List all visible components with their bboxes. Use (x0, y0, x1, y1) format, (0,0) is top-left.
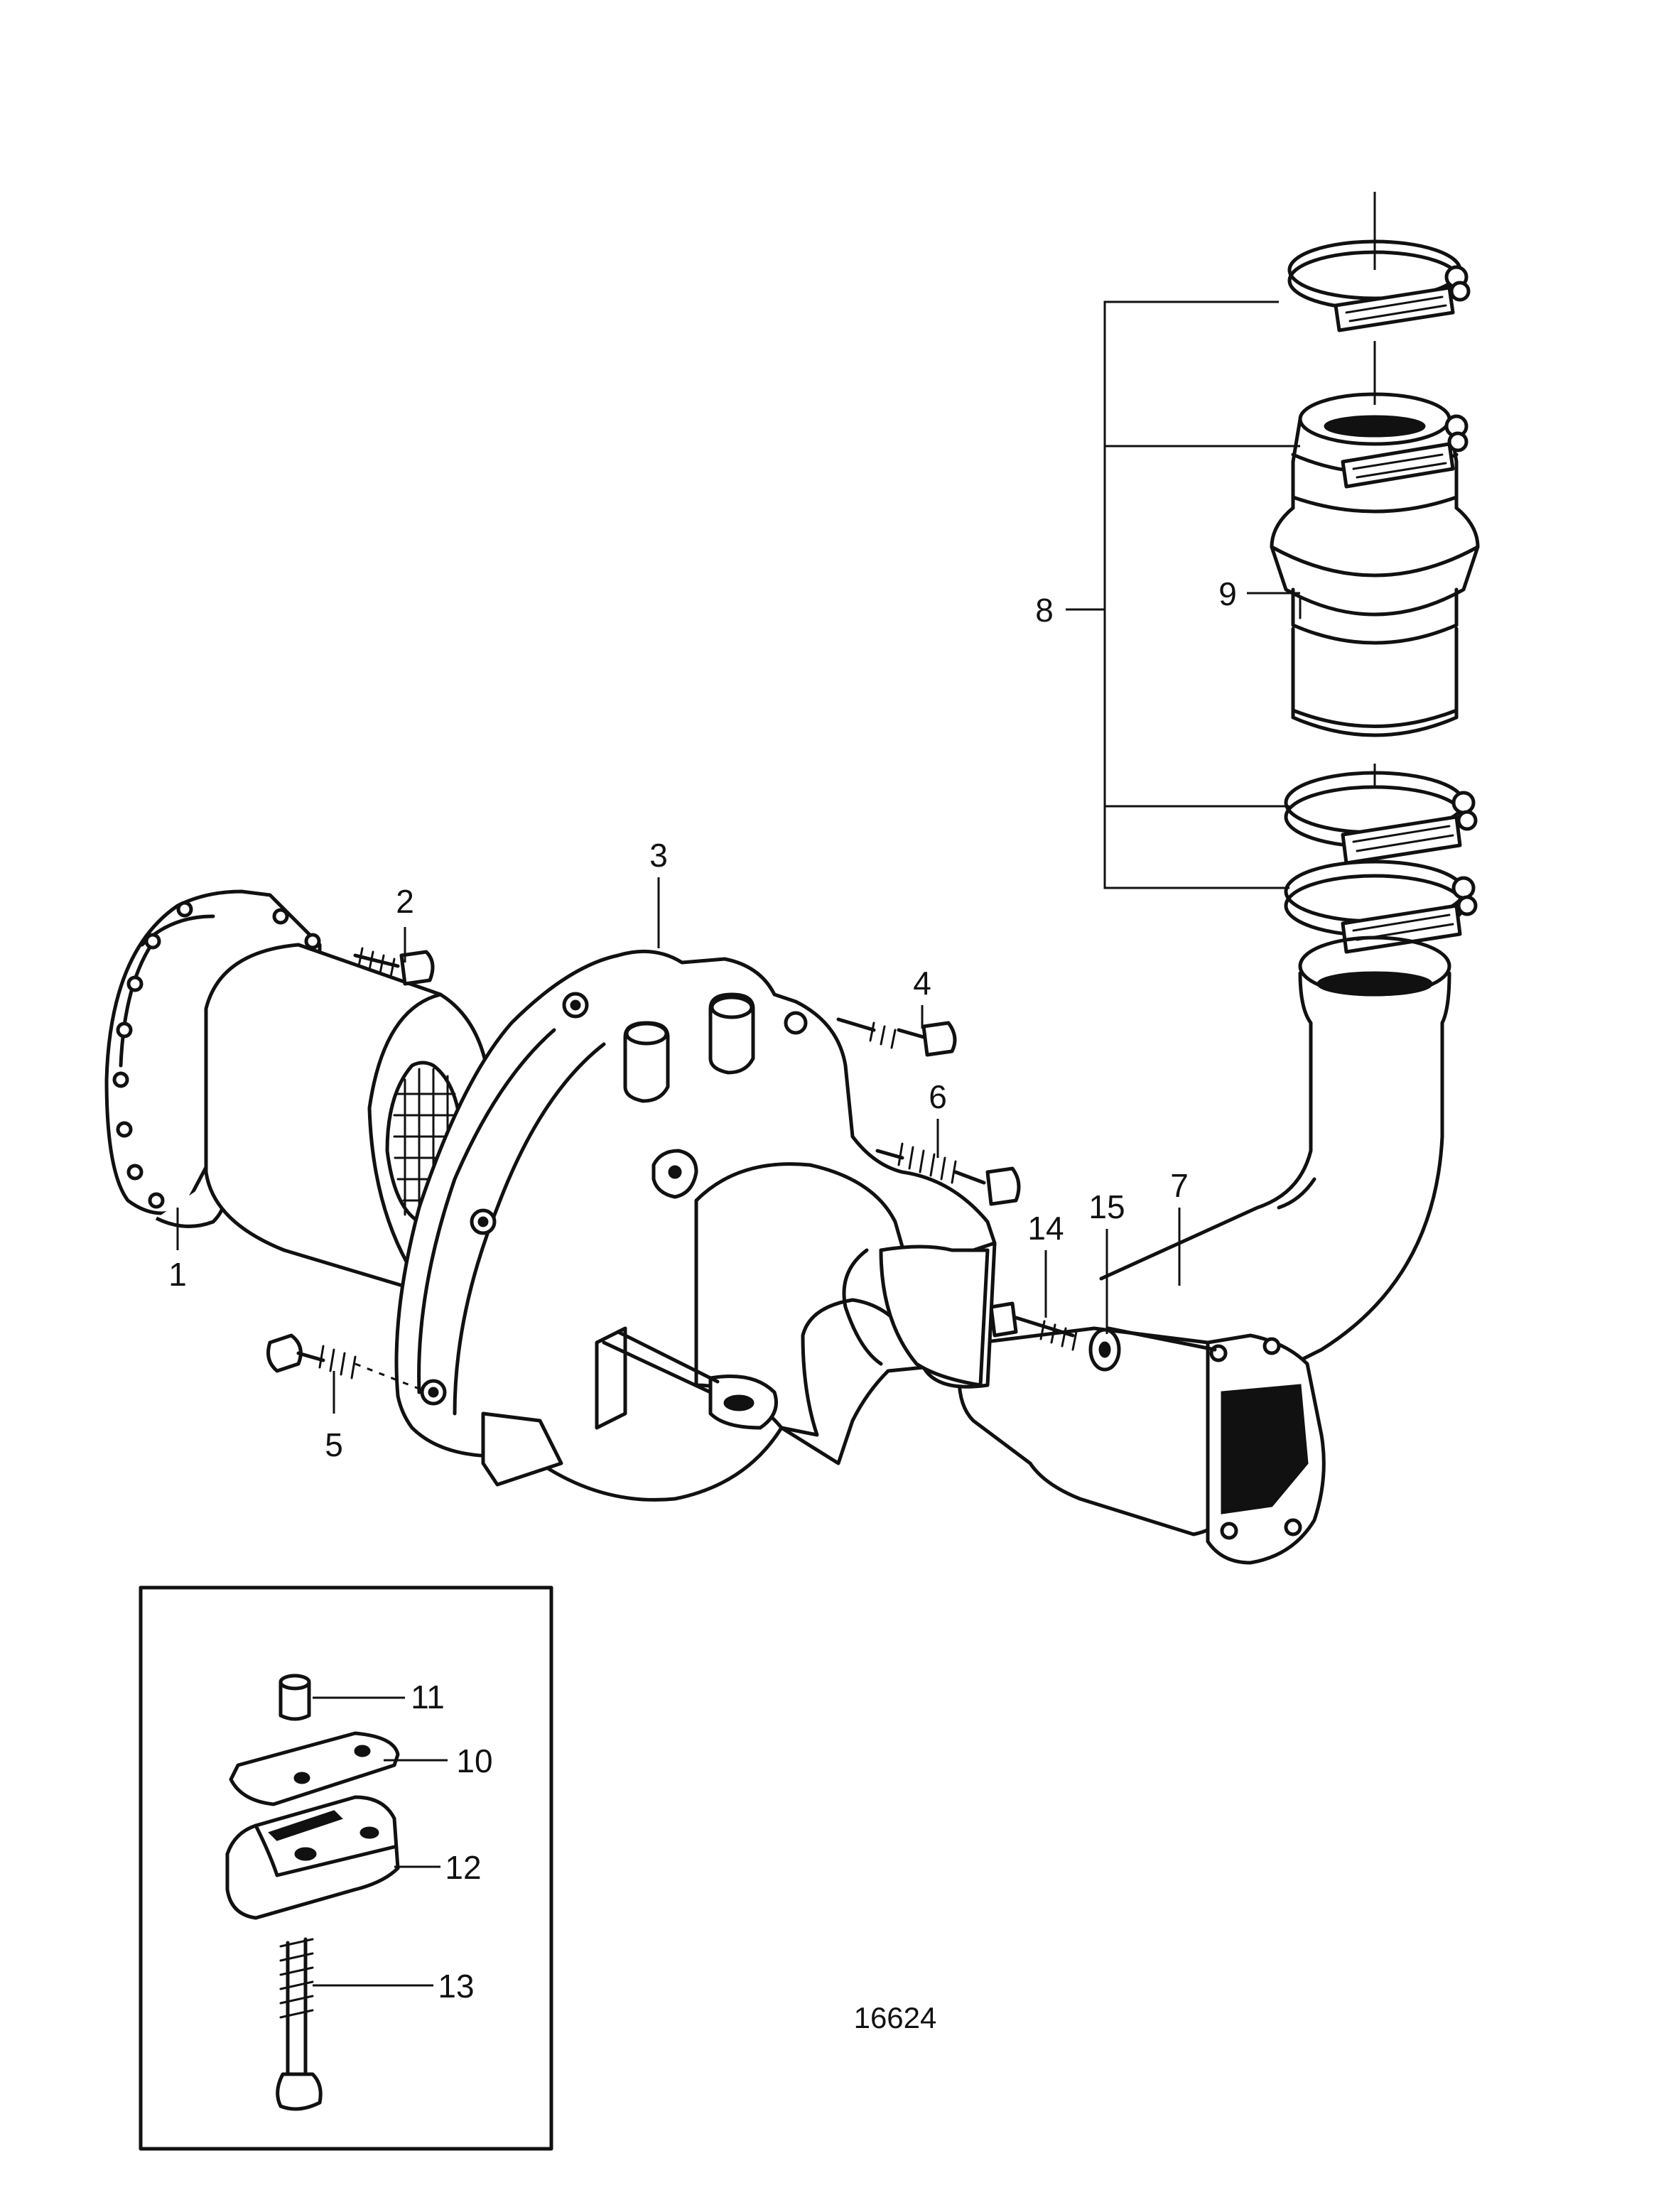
callout-12: 12 (445, 1849, 481, 1886)
bracket-8 (1103, 300, 1289, 889)
mount-plate-icon (229, 1731, 400, 1806)
hose-clamp-icon (1284, 764, 1478, 865)
washer-icon (1088, 1328, 1121, 1372)
mount-pad-icon (225, 1795, 400, 1920)
bolt-icon (276, 1937, 323, 2111)
callout-5: 5 (325, 1426, 343, 1463)
callout-8: 8 (1035, 592, 1054, 629)
callout-10: 10 (456, 1742, 492, 1779)
callout-15: 15 (1088, 1188, 1125, 1225)
callout-1: 1 (168, 1256, 187, 1293)
callout-6: 6 (929, 1078, 947, 1115)
bolt-icon (353, 947, 435, 986)
callout-11: 11 (411, 1679, 445, 1715)
callout-9: 9 (1218, 575, 1237, 612)
housing-icon (394, 949, 997, 1502)
bolt-icon (989, 1301, 1078, 1351)
figure-number: 16624 (854, 2001, 937, 2034)
callout-13: 13 (438, 1968, 474, 2005)
bolt-icon (266, 1333, 420, 1390)
callout-2: 2 (396, 883, 414, 920)
inset-box (139, 1585, 553, 2151)
callout-7: 7 (1170, 1167, 1189, 1204)
hose-clamp-stack (1066, 192, 1480, 954)
callout-4: 4 (913, 965, 931, 1002)
bolt-icon (875, 1142, 1021, 1206)
exhaust-elbow-icon (956, 936, 1451, 1565)
bolt-icon (836, 1017, 957, 1057)
callout-3: 3 (649, 837, 668, 874)
spacer-icon (278, 1674, 311, 1721)
hose-clamp-icon (1287, 239, 1471, 332)
hose-clamp-icon (1284, 860, 1478, 954)
hose-sleeve-icon (1270, 341, 1480, 737)
callout-14: 14 (1027, 1210, 1064, 1247)
